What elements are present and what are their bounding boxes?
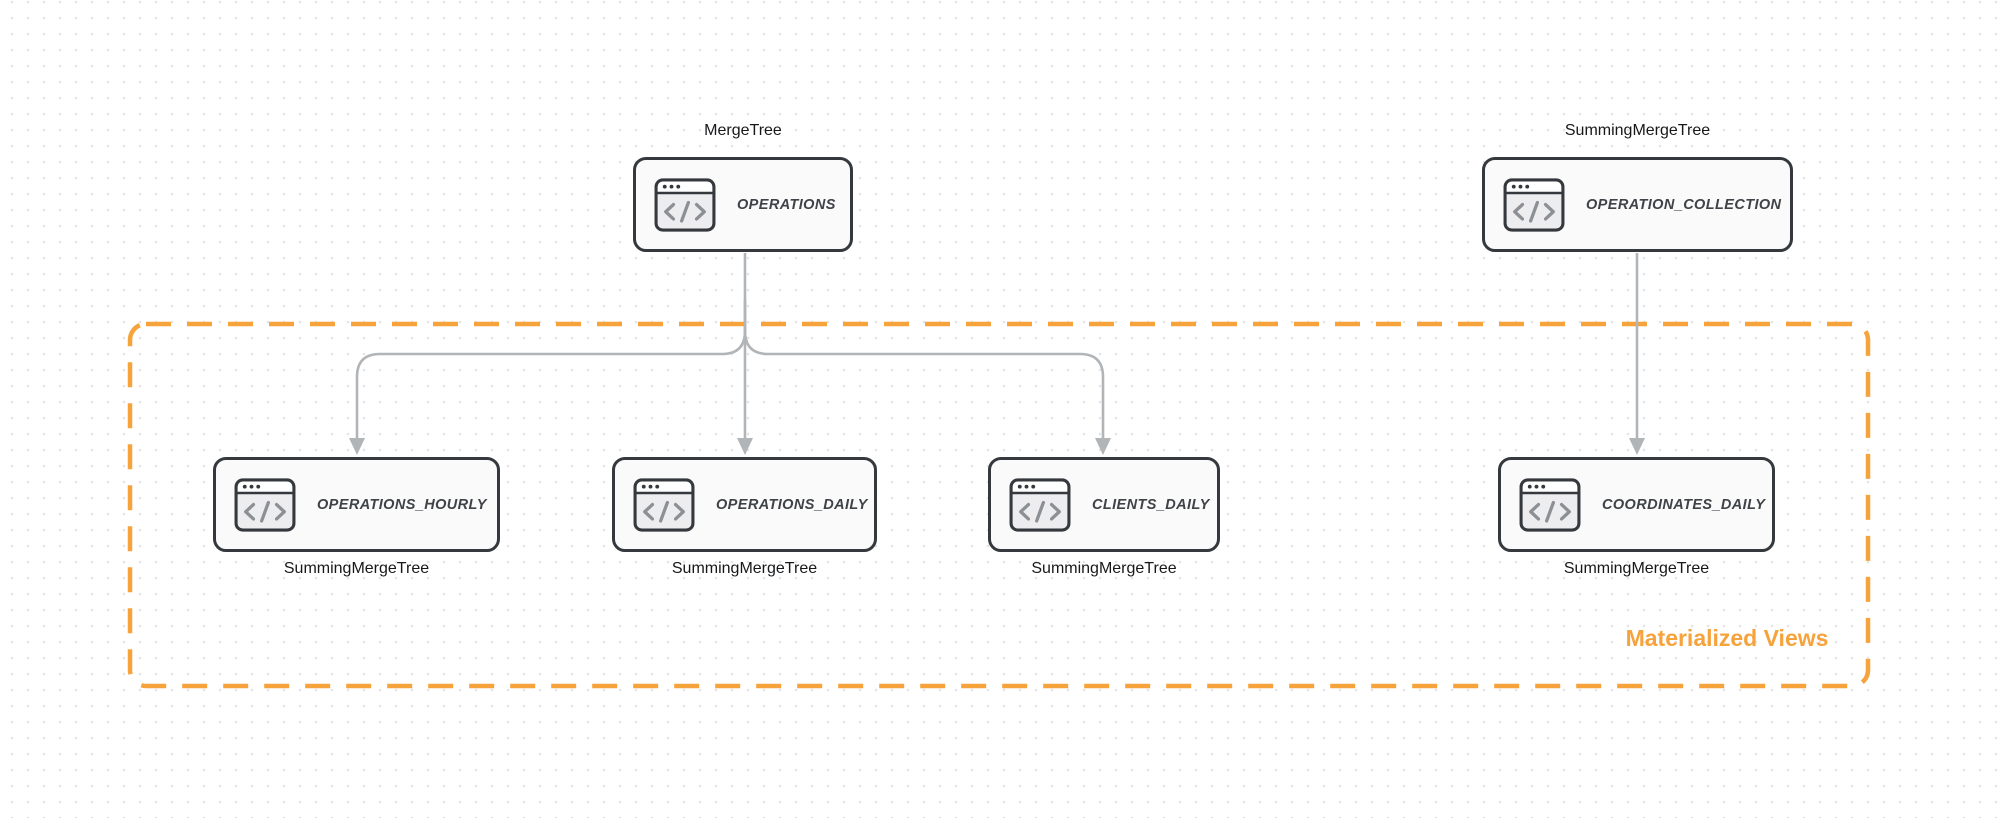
code-window-icon <box>1519 477 1581 532</box>
node-coordinates-daily[interactable]: COORDINATES_DAILY <box>1498 457 1775 552</box>
node-operation-collection[interactable]: OPERATION_COLLECTION <box>1482 157 1793 252</box>
node-clients-daily[interactable]: CLIENTS_DAILY <box>988 457 1220 552</box>
node-operations-hourly[interactable]: OPERATIONS_HOURLY <box>213 457 500 552</box>
node-operation-collection-label: OPERATION_COLLECTION <box>1586 196 1782 213</box>
code-window-icon <box>633 477 695 532</box>
edge-operations-to-clients-daily <box>743 300 1111 455</box>
edge-operations-to-operations-daily <box>737 253 753 455</box>
edge-operations-to-operations-hourly <box>349 300 747 455</box>
engine-label-operation-collection: SummingMergeTree <box>1564 122 1711 139</box>
engine-label-coordinates-daily: SummingMergeTree <box>1563 560 1710 577</box>
engine-label-clients-daily: SummingMergeTree <box>1031 560 1177 577</box>
node-operations[interactable]: OPERATIONS <box>633 157 853 252</box>
code-window-icon <box>234 477 296 532</box>
engine-label-operations-daily: SummingMergeTree <box>671 560 818 577</box>
node-operations-label: OPERATIONS <box>737 196 836 213</box>
node-coordinates-daily-label: COORDINATES_DAILY <box>1602 496 1766 513</box>
engine-label-operations-hourly: SummingMergeTree <box>283 560 430 577</box>
code-window-icon <box>654 177 716 232</box>
engine-label-operations: MergeTree <box>704 122 782 139</box>
node-clients-daily-label: CLIENTS_DAILY <box>1092 496 1210 513</box>
node-operations-daily-label: OPERATIONS_DAILY <box>716 496 868 513</box>
node-operations-hourly-label: OPERATIONS_HOURLY <box>317 496 487 513</box>
edge-operation-collection-to-coordinates-daily <box>1629 253 1645 455</box>
materialized-views-title: Materialized Views <box>1625 625 1829 651</box>
code-window-icon <box>1009 477 1071 532</box>
node-operations-daily[interactable]: OPERATIONS_DAILY <box>612 457 877 552</box>
code-window-icon <box>1503 177 1565 232</box>
